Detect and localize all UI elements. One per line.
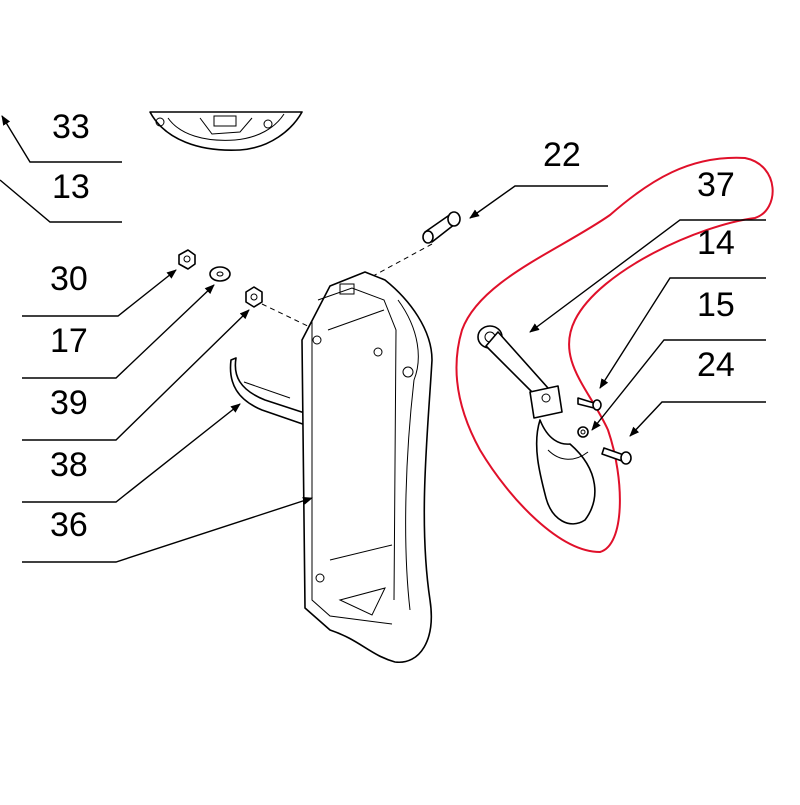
callout-36: 36 [50,506,88,544]
callout-38: 38 [50,446,88,484]
callout-14: 14 [697,224,735,262]
callout-17: 17 [50,322,88,360]
lever-part-37 [477,325,596,525]
callout-30: 30 [50,260,88,298]
pin-part-22 [361,211,461,283]
washer-part-17 [209,266,231,282]
callout-22: 22 [543,136,581,174]
handle-housing-part-36 [301,271,433,663]
callout-37: 37 [697,166,735,204]
callout-39: 39 [50,384,88,422]
clip-part-38 [229,357,321,431]
screw-part-14 [577,397,602,411]
callout-24: 24 [697,346,735,384]
nut-part-39 [245,286,317,331]
callout-33: 33 [52,108,90,146]
callout-labels: 33 13 22 37 14 15 24 30 17 39 38 36 [50,108,735,544]
top-assembly-fragment [149,111,303,151]
nut-part-15 [577,426,589,438]
callout-15: 15 [697,286,735,324]
leader-lines [0,115,766,563]
screw-part-24 [601,447,632,465]
callout-13: 13 [52,168,90,206]
nut-part-30 [178,249,196,270]
highlight-outline [455,156,774,554]
